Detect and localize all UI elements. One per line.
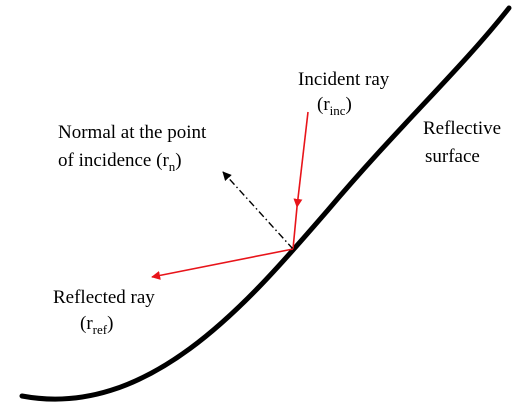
reflected-ray-symbol: (rref) xyxy=(80,313,113,337)
incident-ray-symbol: (rinc) xyxy=(317,94,352,118)
incident-ray-arrow xyxy=(293,111,309,208)
normal-label-line1: Normal at the point xyxy=(58,122,207,143)
reflected-ray-label: Reflected ray xyxy=(53,287,155,308)
incident-ray-subscript: inc xyxy=(330,103,346,118)
surface-label-line1: Reflective xyxy=(423,118,501,139)
reflective-surface-curve xyxy=(19,5,512,402)
normal-subscript: n xyxy=(169,159,176,174)
reflected-ray-subscript: ref xyxy=(93,322,108,337)
incident-ray-segment xyxy=(292,206,298,250)
normal-dashdot-arrow xyxy=(222,171,294,250)
surface-label-line2: surface xyxy=(425,146,480,167)
incident-ray-label-line1: Incident ray xyxy=(298,69,390,90)
normal-label-line2: of incidence (rn) xyxy=(58,150,182,174)
incident-ray-label: Incident ray xyxy=(298,69,390,90)
reflected-ray-arrow xyxy=(151,248,294,280)
